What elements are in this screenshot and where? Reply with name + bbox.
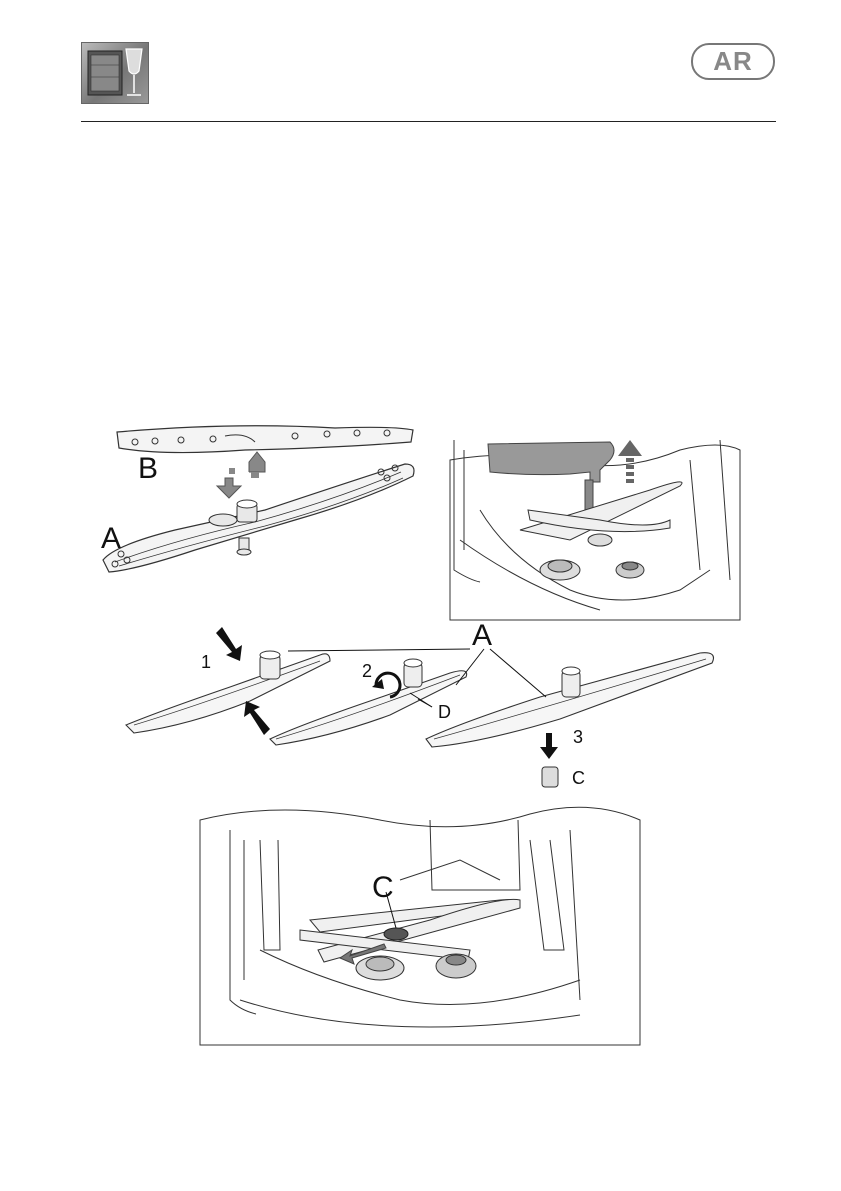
- dishwasher-logo-icon: [81, 42, 149, 104]
- label-a: A: [101, 524, 121, 554]
- label-d: D: [438, 703, 451, 721]
- step-3-number: 3: [573, 728, 583, 746]
- label-c-steps: C: [572, 769, 585, 787]
- language-badge-text: AR: [713, 46, 753, 77]
- language-badge: AR: [691, 43, 775, 80]
- header-rule: [81, 121, 776, 122]
- spray-arm-drawing: [95, 420, 425, 585]
- arm-steps-drawing: [120, 625, 730, 790]
- tub-lower-drawing: [200, 800, 640, 1045]
- label-a-steps: A: [472, 621, 492, 651]
- step-1-number: 1: [201, 653, 211, 671]
- tub-drawing: [450, 420, 740, 620]
- label-c-tub: C: [372, 873, 394, 903]
- figure-arm-steps: A 1 2 3 D C: [120, 625, 730, 790]
- label-b: B: [138, 454, 158, 484]
- figure-remove-arm-tub: [450, 420, 740, 620]
- step-2-number: 2: [362, 662, 372, 680]
- figure-spray-arm-separate: B A: [95, 420, 425, 585]
- figure-tub-lower-arm: C: [200, 800, 640, 1045]
